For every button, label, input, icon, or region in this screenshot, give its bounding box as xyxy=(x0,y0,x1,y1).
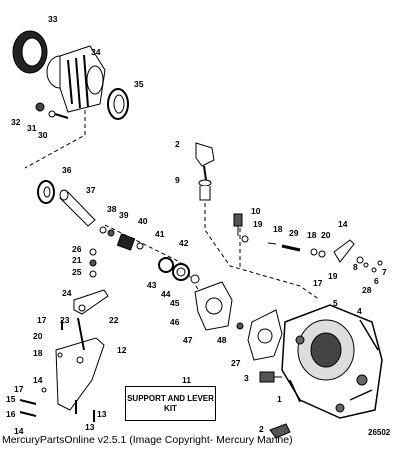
callout-44: 44 xyxy=(161,289,171,299)
copyright-footer: MercuryPartsOnline v2.5.1 (Image Copyrig… xyxy=(2,434,293,446)
gear-housing-part xyxy=(46,45,106,113)
lever-bracket-part xyxy=(73,289,109,315)
callout-35: 35 xyxy=(134,79,144,89)
drain-plug-part xyxy=(259,371,291,439)
linkage-rod-part xyxy=(267,242,326,258)
mounting-bolts-part xyxy=(19,320,95,422)
callout-24: 24 xyxy=(62,288,72,298)
callout-8: 8 xyxy=(353,262,358,272)
callout-13-mid: 13 xyxy=(97,409,107,419)
sensor-switch-part xyxy=(233,213,249,243)
callout-15: 15 xyxy=(6,394,16,404)
callout-34: 34 xyxy=(91,47,101,57)
shift-lever-part xyxy=(333,239,383,273)
callout-28: 28 xyxy=(362,285,372,295)
callout-17-left-bottom: 17 xyxy=(14,384,24,394)
callout-5: 5 xyxy=(333,298,338,308)
callout-20-left: 20 xyxy=(33,331,43,341)
callout-48: 48 xyxy=(217,335,227,345)
callout-32: 32 xyxy=(11,117,21,127)
support-bracket-part xyxy=(55,317,105,411)
callout-16: 16 xyxy=(6,409,16,419)
hose-fitting-part xyxy=(195,142,215,201)
callout-17-right: 17 xyxy=(313,278,323,288)
bushing-and-sleeve-part xyxy=(37,180,96,227)
bearing-and-plate-parts xyxy=(158,257,244,331)
callout-36: 36 xyxy=(62,165,72,175)
callout-43: 43 xyxy=(147,280,157,290)
callout-46: 46 xyxy=(170,317,180,327)
callout-19-right: 19 xyxy=(253,219,263,229)
callout-18-left: 18 xyxy=(33,348,43,358)
callout-1: 1 xyxy=(277,394,282,404)
gasket-part xyxy=(247,309,283,361)
callout-29: 29 xyxy=(289,228,299,238)
callout-20-right: 20 xyxy=(321,230,331,240)
shaft-components-part xyxy=(99,226,144,251)
callout-10: 10 xyxy=(251,206,261,216)
callout-14-right: 14 xyxy=(338,219,348,229)
callout-2-bottom: 2 xyxy=(259,424,264,434)
callout-2-top: 2 xyxy=(175,139,180,149)
callout-39: 39 xyxy=(119,210,129,220)
callout-11: 11 xyxy=(182,375,191,385)
callout-33: 33 xyxy=(48,14,58,24)
seal-ring-part xyxy=(12,30,48,74)
callout-18-right: 18 xyxy=(273,224,283,234)
callout-6: 6 xyxy=(374,276,379,286)
callout-45: 45 xyxy=(170,298,180,308)
callout-30: 30 xyxy=(38,130,48,140)
support-lever-kit-label: SUPPORT AND LEVER KIT xyxy=(127,394,214,413)
callout-17-left-top: 17 xyxy=(37,315,47,325)
callout-22: 22 xyxy=(109,315,119,325)
callout-14-left-mid: 14 xyxy=(33,375,43,385)
callout-19-lever: 19 xyxy=(328,271,338,281)
callout-14-bottom: 14 xyxy=(14,426,24,436)
callout-40: 40 xyxy=(138,216,148,226)
small-fasteners-part xyxy=(89,248,97,278)
callout-26: 26 xyxy=(72,244,82,254)
callout-9: 9 xyxy=(175,175,180,185)
callout-7: 7 xyxy=(382,267,387,277)
callout-42: 42 xyxy=(179,238,189,248)
callout-12: 12 xyxy=(117,345,127,355)
callout-21: 21 xyxy=(72,255,82,265)
callout-31: 31 xyxy=(27,123,37,133)
callout-37: 37 xyxy=(86,185,96,195)
callout-38: 38 xyxy=(107,204,117,214)
callout-18-mid: 18 xyxy=(307,230,317,240)
callout-13-bottom: 13 xyxy=(85,422,95,432)
callout-25: 25 xyxy=(72,267,82,277)
callout-23: 23 xyxy=(60,315,70,325)
support-lever-kit-box xyxy=(125,386,216,421)
callout-3: 3 xyxy=(244,373,249,383)
bolt-and-washer-part xyxy=(35,102,69,119)
callout-4: 4 xyxy=(357,306,362,316)
callout-numbers: 33 34 35 32 31 30 2 9 36 37 38 39 40 41 … xyxy=(6,14,387,436)
diagram-number: 26502 xyxy=(368,428,391,437)
callout-27: 27 xyxy=(231,358,241,368)
bearing-ring-part xyxy=(107,88,129,120)
transmission-assembly-part xyxy=(281,304,383,419)
callout-47: 47 xyxy=(183,335,193,345)
callout-41: 41 xyxy=(155,229,165,239)
